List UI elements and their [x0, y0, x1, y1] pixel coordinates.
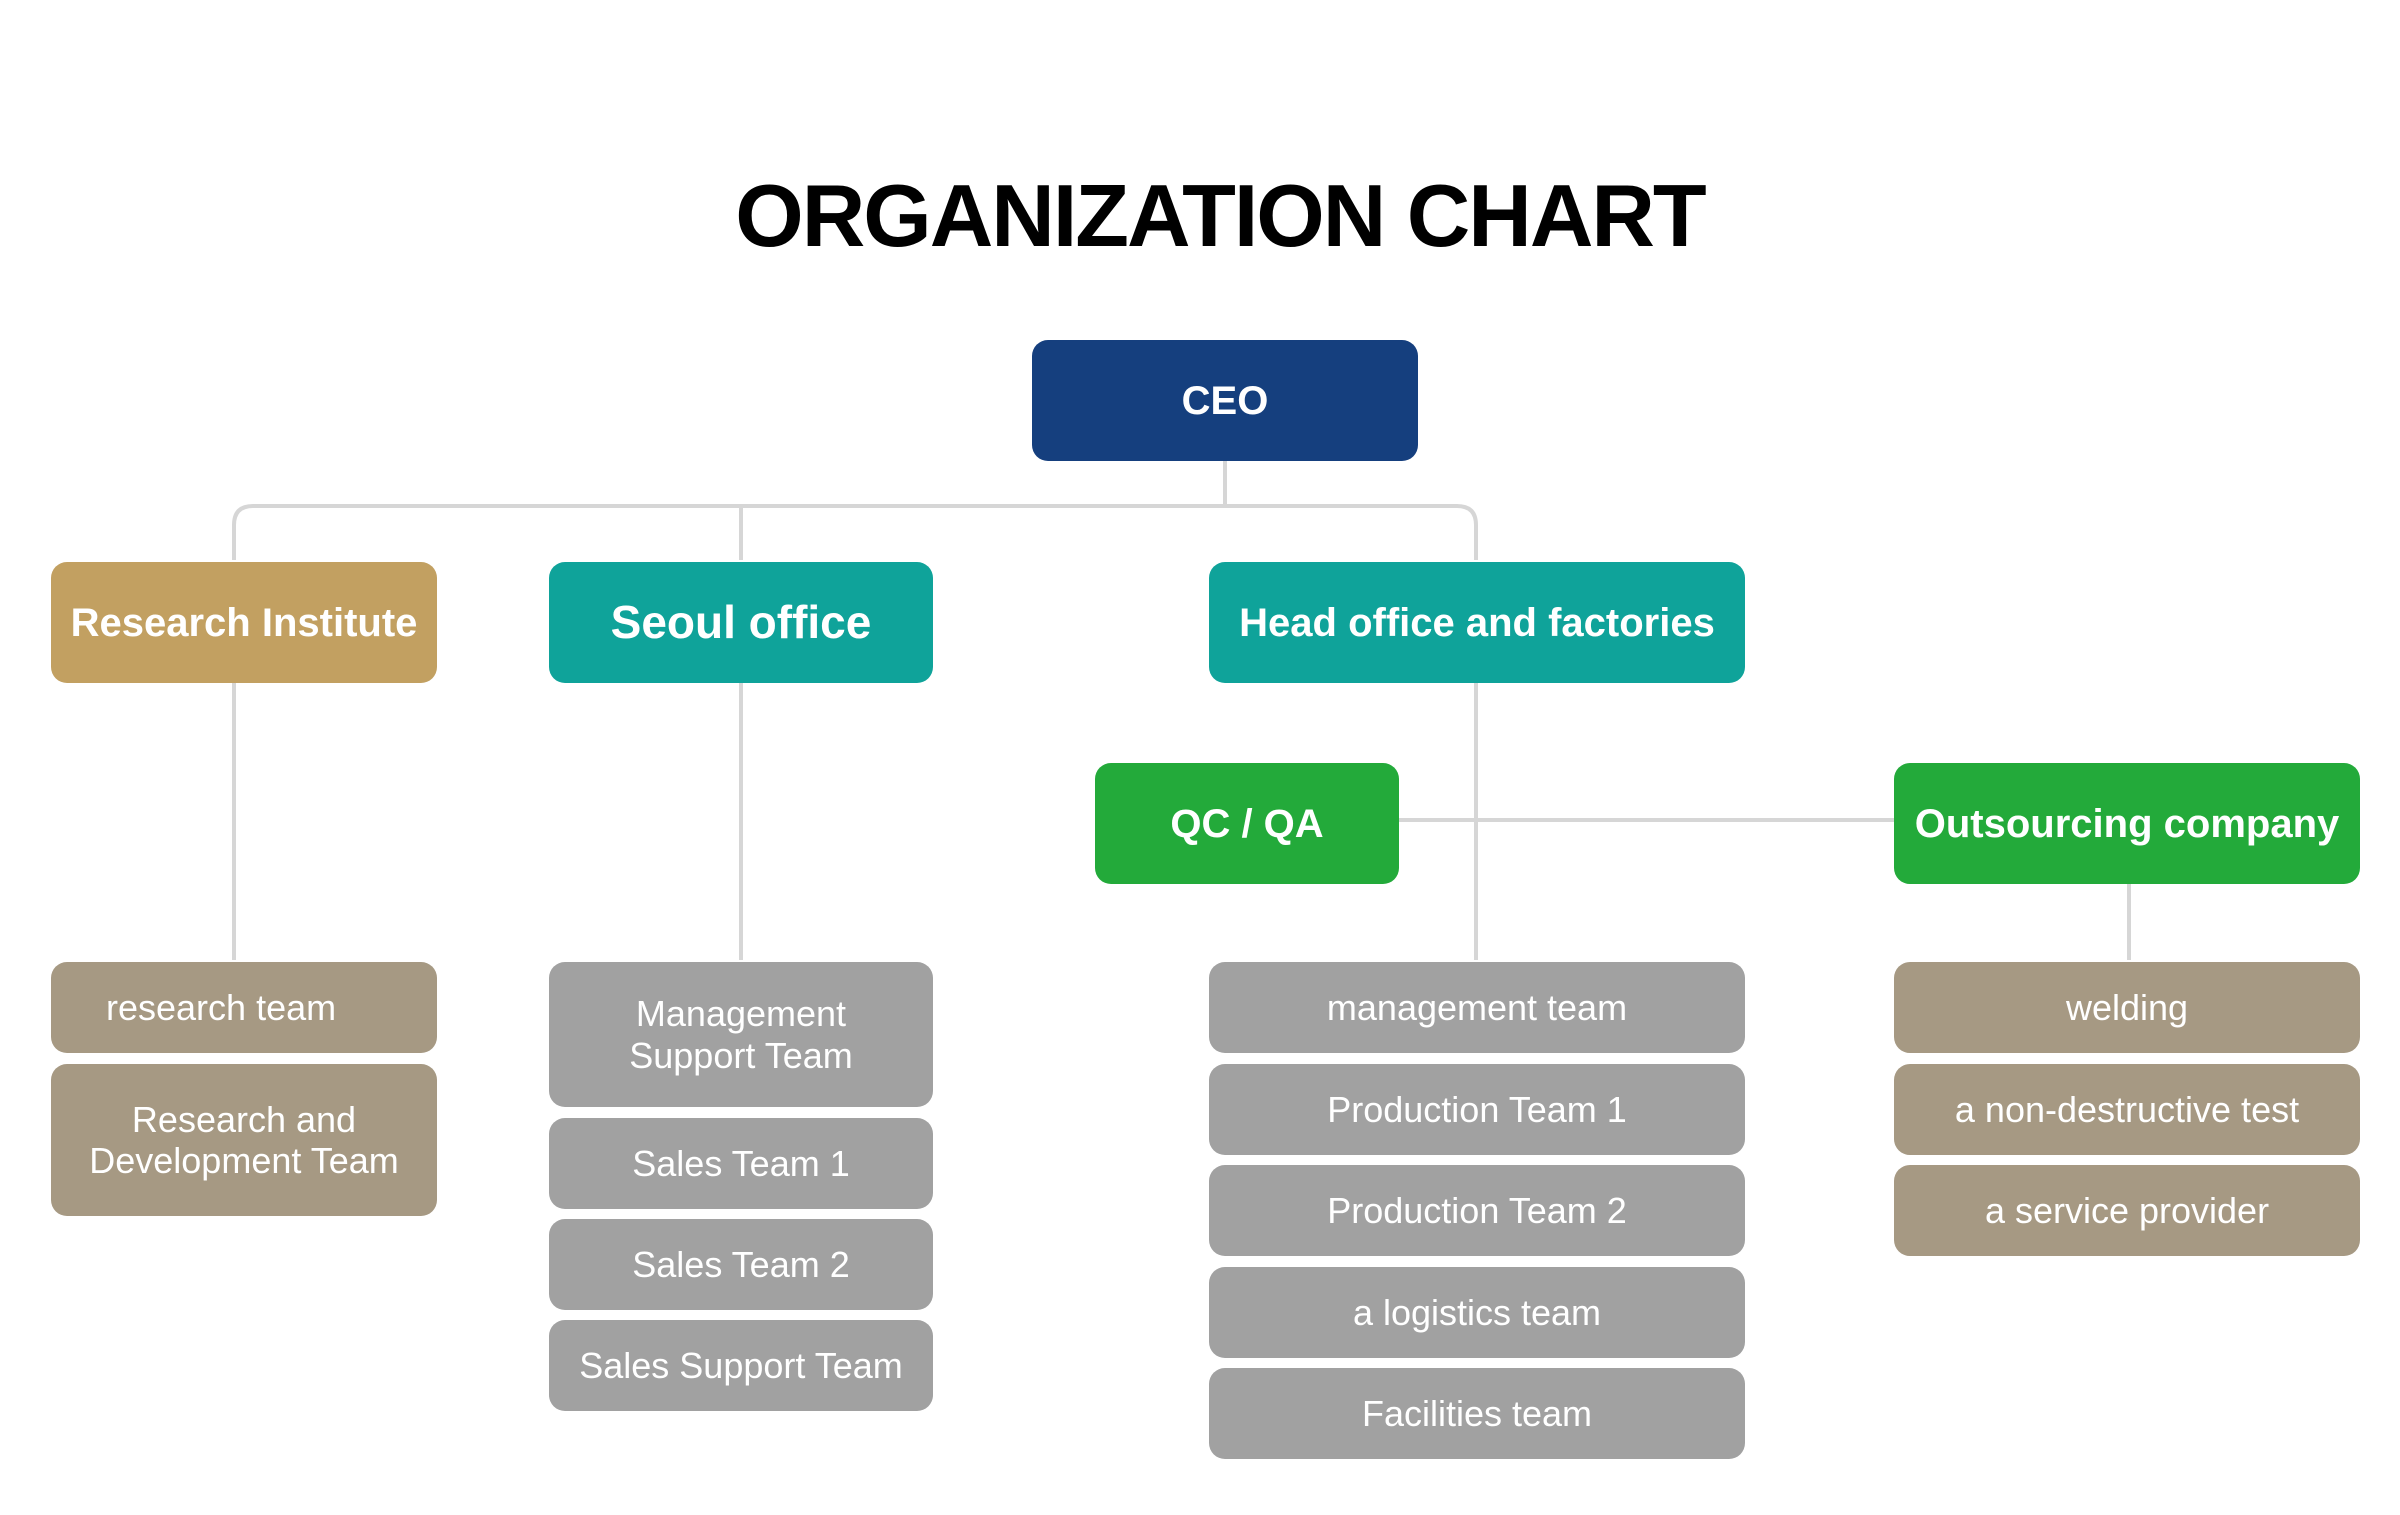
ceo-box: CEO: [1032, 340, 1418, 461]
qc-qa-label: QC / QA: [1170, 801, 1324, 846]
chart-title: ORGANIZATION CHART: [735, 166, 1706, 265]
team-box: a service provider: [1894, 1165, 2360, 1256]
team-box: Management Support Team: [549, 962, 933, 1107]
team-label: Production Team 2: [1327, 1189, 1627, 1231]
team-label: Sales Support Team: [579, 1344, 903, 1386]
seoul-office-box: Seoul office: [549, 562, 933, 683]
team-box: Sales Support Team: [549, 1320, 933, 1411]
research-institute-box: Research Institute: [51, 562, 437, 683]
ceo-label: CEO: [1181, 378, 1269, 423]
team-label: Production Team 1: [1327, 1088, 1627, 1130]
team-label: welding: [2065, 986, 2189, 1028]
team-label: Management Support Team: [629, 993, 853, 1076]
team-label: research team: [106, 986, 337, 1028]
team-box: Research and Development Team: [51, 1064, 437, 1216]
seoul-office-label: Seoul office: [610, 596, 872, 649]
team-box: Sales Team 1: [549, 1118, 933, 1209]
head-office-label: Head office and factories: [1239, 600, 1715, 645]
team-box: management team: [1209, 962, 1745, 1053]
team-label: a service provider: [1984, 1189, 2270, 1231]
team-label: a logistics team: [1352, 1291, 1602, 1333]
research-institute-label: Research Institute: [70, 600, 418, 645]
outsourcing-company-label: Outsourcing company: [1914, 801, 2340, 846]
team-label: management team: [1326, 986, 1628, 1028]
team-label: Sales Team 2: [632, 1243, 850, 1285]
team-label: a non-destructive test: [1954, 1088, 2300, 1130]
team-label: Research and Development Team: [89, 1098, 399, 1181]
team-label: Facilities team: [1361, 1392, 1593, 1434]
team-box: welding: [1894, 962, 2360, 1053]
qc-qa-box: QC / QA: [1095, 763, 1399, 884]
team-box: Sales Team 2: [549, 1219, 933, 1310]
head-office-box: Head office and factories: [1209, 562, 1745, 683]
team-box: Facilities team: [1209, 1368, 1745, 1459]
connector-ceo-to-divisions: [232, 460, 1478, 560]
team-box: a non-destructive test: [1894, 1064, 2360, 1155]
team-box: research team: [51, 962, 437, 1053]
team-box: Production Team 1: [1209, 1064, 1745, 1155]
team-box: a logistics team: [1209, 1267, 1745, 1358]
outsourcing-company-box: Outsourcing company: [1894, 763, 2360, 884]
team-box: Production Team 2: [1209, 1165, 1745, 1256]
team-label: Sales Team 1: [632, 1142, 850, 1184]
